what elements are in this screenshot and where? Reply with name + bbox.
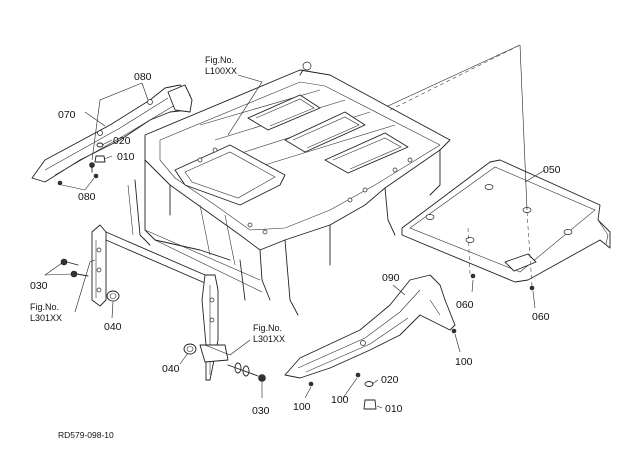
label-060-a: 060: [456, 299, 474, 311]
left-pillar-040: [60, 224, 206, 307]
label-070: 070: [58, 109, 76, 121]
label-040-bottom: 040: [162, 363, 180, 375]
fig-ref-mid-line2: L301XX: [253, 334, 285, 344]
label-090: 090: [382, 272, 400, 284]
fig-ref-top-line1: Fig.No.: [205, 55, 234, 65]
label-080-bottom: 080: [78, 191, 96, 203]
label-020-left: 020: [113, 135, 131, 147]
leader-lines: [44, 44, 546, 409]
label-100-b: 100: [331, 394, 349, 406]
label-030-bottom: 030: [252, 405, 270, 417]
hardware-left: [57, 142, 106, 186]
label-080-top: 080: [134, 71, 152, 83]
fig-ref-top-line2: L100XX: [205, 66, 237, 76]
cover-090: [284, 274, 456, 379]
label-100-a: 100: [293, 401, 311, 413]
fig-ref-mid-line1: Fig.No.: [253, 323, 282, 333]
fig-ref-top: Fig.No. L100XX: [205, 55, 237, 76]
panel-050: [401, 159, 611, 283]
label-030-left: 030: [30, 280, 48, 292]
label-060-b: 060: [532, 311, 550, 323]
label-050: 050: [543, 164, 561, 176]
drawing-code: RD579-098-10: [58, 430, 114, 440]
fig-ref-left-line2: L301XX: [30, 313, 62, 323]
right-pillar-040: [183, 274, 266, 382]
part-labels: 070 080 020 010 080 050 060 060 030 040 …: [30, 71, 561, 417]
fig-ref-left: Fig.No. L301XX: [30, 302, 62, 323]
hardware-right: [308, 273, 535, 410]
roof-frame: [127, 61, 451, 316]
fig-ref-left-line1: Fig.No.: [30, 302, 59, 312]
label-010-right: 010: [385, 403, 403, 415]
cover-070: [31, 84, 193, 183]
label-100-right: 100: [455, 356, 473, 368]
label-040-left: 040: [104, 321, 122, 333]
label-010-left: 010: [117, 151, 135, 163]
fig-ref-mid: Fig.No. L301XX: [253, 323, 285, 344]
label-020-right: 020: [381, 374, 399, 386]
